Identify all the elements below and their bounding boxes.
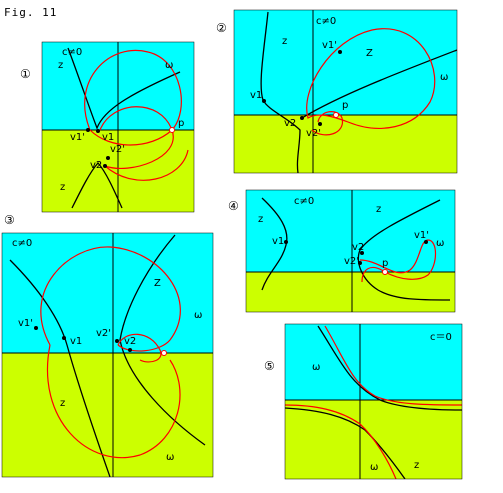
- panel-number-2: ②: [216, 21, 227, 35]
- panel-number-4: ④: [228, 199, 239, 213]
- svg-text:v2': v2': [306, 128, 321, 139]
- svg-text:v1: v1: [272, 236, 284, 247]
- point-p: [169, 127, 175, 133]
- panel-4: ④ c≠0 z z v1 v2 v2' v1' ω p: [228, 189, 456, 313]
- svg-text:ω: ω: [194, 310, 202, 321]
- panel-number-3: ③: [4, 213, 15, 227]
- svg-text:v2: v2: [90, 160, 102, 171]
- svg-text:p: p: [342, 100, 348, 111]
- svg-text:c≠0: c≠0: [12, 238, 32, 249]
- svg-text:ω: ω: [312, 362, 320, 373]
- svg-text:v1: v1: [250, 90, 262, 101]
- svg-text:v2: v2: [124, 336, 136, 347]
- svg-text:z: z: [58, 60, 63, 71]
- svg-text:z: z: [60, 398, 65, 409]
- panel-5: ⑤ c＝0 ω ω z: [264, 323, 463, 480]
- svg-text:v2': v2': [96, 328, 111, 339]
- svg-text:z: z: [414, 460, 419, 471]
- svg-text:v2: v2: [284, 118, 296, 129]
- panel-number-1: ①: [20, 67, 31, 81]
- svg-text:c≠0: c≠0: [294, 196, 314, 207]
- panel-1: ① c≠0 z ω v1' v1 v2' v2 p z: [20, 41, 195, 213]
- red-curve-small: [311, 111, 343, 136]
- svg-text:v1: v1: [70, 336, 82, 347]
- point-v2p: [106, 156, 110, 160]
- panel-number-5: ⑤: [264, 359, 275, 373]
- red-curve-loop: [84, 49, 182, 146]
- svg-text:z: z: [258, 214, 263, 225]
- upper-region: [234, 10, 457, 115]
- svg-text:Z: Z: [366, 48, 373, 59]
- svg-text:v1': v1': [18, 318, 33, 329]
- point-v1: [96, 129, 100, 133]
- svg-text:v1': v1': [322, 40, 337, 51]
- red-curve-lower: [104, 149, 189, 181]
- svg-text:v1': v1': [414, 230, 429, 241]
- svg-text:v2: v2: [352, 242, 364, 253]
- svg-text:p: p: [178, 118, 184, 129]
- svg-text:v1': v1': [70, 132, 85, 143]
- svg-text:ω: ω: [370, 462, 378, 473]
- svg-text:ω: ω: [165, 60, 173, 71]
- svg-text:z: z: [282, 36, 287, 47]
- svg-text:c＝0: c＝0: [430, 332, 452, 343]
- point-v2: [103, 164, 107, 168]
- point-v1p: [86, 128, 90, 132]
- svg-text:Z: Z: [154, 278, 161, 289]
- black-curve-upper: [67, 47, 181, 130]
- svg-text:p: p: [382, 258, 388, 269]
- svg-text:ω: ω: [166, 452, 174, 463]
- svg-text:v1: v1: [102, 132, 114, 143]
- svg-text:z: z: [60, 182, 65, 193]
- panel-2: ② c≠0 z Z ω v1' v1 v2 v2' p: [216, 9, 458, 174]
- lower-region: [234, 115, 457, 173]
- svg-text:ω: ω: [436, 238, 444, 249]
- black-curve-left: [260, 11, 301, 173]
- svg-text:c≠0: c≠0: [316, 16, 336, 27]
- figure-label: Fig. 11: [4, 6, 58, 19]
- svg-text:v2': v2': [344, 256, 359, 267]
- black-curve-right: [301, 49, 457, 119]
- svg-text:v2': v2': [110, 144, 125, 155]
- svg-text:z: z: [376, 204, 381, 215]
- svg-text:ω: ω: [440, 72, 448, 83]
- black-curve-lower: [71, 162, 123, 209]
- red-curve-loop: [306, 28, 436, 129]
- label-condition: c≠0: [62, 47, 82, 58]
- panel-3: ③ c≠0 Z ω v1' v1 v2' v2 z ω: [1, 213, 214, 478]
